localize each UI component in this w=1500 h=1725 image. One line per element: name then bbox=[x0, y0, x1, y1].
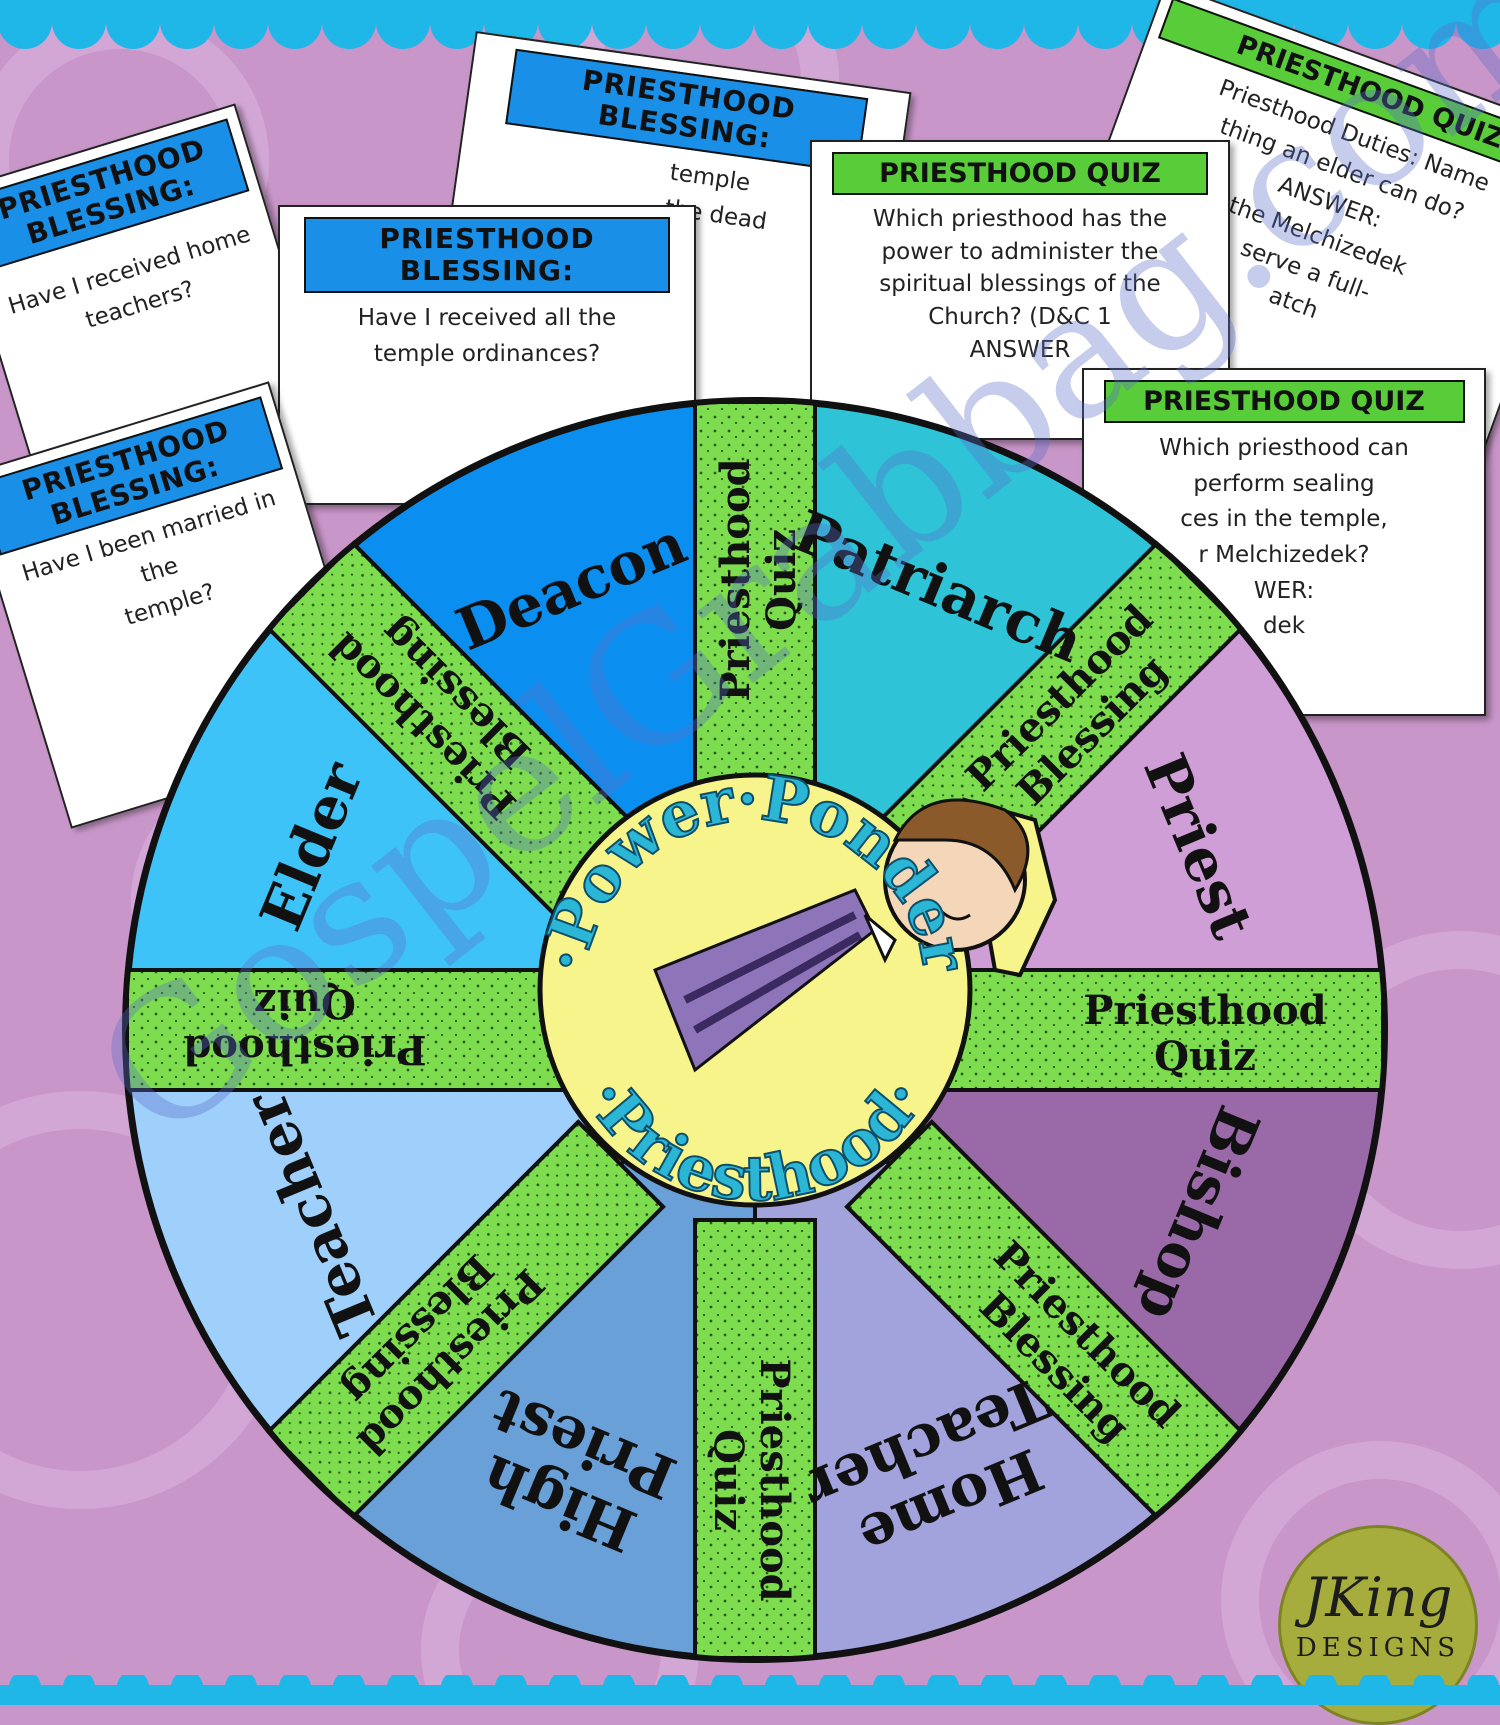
card-text: Have I received all the temple ordinance… bbox=[357, 305, 617, 368]
scallop bbox=[754, 0, 808, 49]
scallop bbox=[873, 1675, 905, 1703]
scallop bbox=[376, 0, 430, 49]
scallop bbox=[106, 0, 160, 49]
scallop bbox=[333, 1675, 365, 1703]
scallop bbox=[0, 0, 52, 49]
scallop bbox=[322, 0, 376, 49]
strip-label: PriesthoodQuiz bbox=[183, 980, 426, 1073]
card-header: PRIESTHOOD QUIZ bbox=[1103, 380, 1465, 424]
logo-mark: JKing bbox=[1303, 1566, 1453, 1629]
scallop bbox=[711, 1675, 743, 1703]
scallop bbox=[1456, 0, 1500, 49]
scallop bbox=[430, 0, 484, 49]
scallop bbox=[9, 1675, 41, 1703]
scallop bbox=[1197, 1675, 1229, 1703]
scallop bbox=[592, 0, 646, 49]
scallop bbox=[819, 1675, 851, 1703]
wheel-strip[interactable] bbox=[693, 400, 817, 842]
scallop bbox=[52, 0, 106, 49]
scallop bbox=[1089, 1675, 1121, 1703]
scallop bbox=[1305, 1675, 1337, 1703]
scallop bbox=[63, 1675, 95, 1703]
scallop bbox=[657, 1675, 689, 1703]
strip-band bbox=[693, 1218, 817, 1660]
scallop bbox=[916, 0, 970, 49]
scallop bbox=[1402, 0, 1456, 49]
scallop bbox=[927, 1675, 959, 1703]
scallop bbox=[603, 1675, 635, 1703]
card-text: Which priesthood has the power to admini… bbox=[872, 206, 1168, 363]
scallop bbox=[646, 0, 700, 49]
scallop bbox=[538, 0, 592, 49]
scallop bbox=[214, 0, 268, 49]
boy-icon bbox=[653, 798, 1030, 1073]
scallop bbox=[1348, 0, 1402, 49]
scallop bbox=[1467, 1675, 1499, 1703]
strip-label: PriesthoodQuiz bbox=[712, 458, 805, 701]
wheel-rim bbox=[122, 397, 1388, 1663]
scallop bbox=[1413, 1675, 1445, 1703]
scallop bbox=[1251, 1675, 1283, 1703]
card-header: PRIESTHOOD BLESSING: bbox=[304, 217, 670, 294]
scallop bbox=[862, 0, 916, 49]
scallop bbox=[171, 1675, 203, 1703]
scallop bbox=[970, 0, 1024, 49]
wheel-strip[interactable] bbox=[693, 1218, 817, 1660]
scallop bbox=[495, 1675, 527, 1703]
scallop bbox=[279, 1675, 311, 1703]
scallop bbox=[765, 1675, 797, 1703]
scallop bbox=[160, 0, 214, 49]
scallop bbox=[808, 0, 862, 49]
scallop bbox=[441, 1675, 473, 1703]
logo-sub: DESIGNS bbox=[1295, 1633, 1461, 1663]
strip-label: PriesthoodQuiz bbox=[705, 1358, 798, 1601]
blessing-card-temple-ordinances[interactable]: PRIESTHOOD BLESSING: Have I received all… bbox=[278, 205, 696, 505]
scallop bbox=[117, 1675, 149, 1703]
scallop bbox=[1359, 1675, 1391, 1703]
card-text: Which priesthood can perform sealing ces… bbox=[1159, 435, 1409, 640]
scallop bbox=[225, 1675, 257, 1703]
scallop bbox=[387, 1675, 419, 1703]
scallop bbox=[549, 1675, 581, 1703]
scallop bbox=[1035, 1675, 1067, 1703]
scallop bbox=[1078, 0, 1132, 49]
scallop bbox=[981, 1675, 1013, 1703]
card-header: PRIESTHOOD QUIZ bbox=[832, 152, 1208, 196]
scallop-border-bottom bbox=[0, 1675, 1500, 1705]
scallop bbox=[1143, 1675, 1175, 1703]
strip-band bbox=[693, 400, 817, 842]
scallop bbox=[700, 0, 754, 49]
scallop bbox=[268, 0, 322, 49]
scallop bbox=[1024, 0, 1078, 49]
